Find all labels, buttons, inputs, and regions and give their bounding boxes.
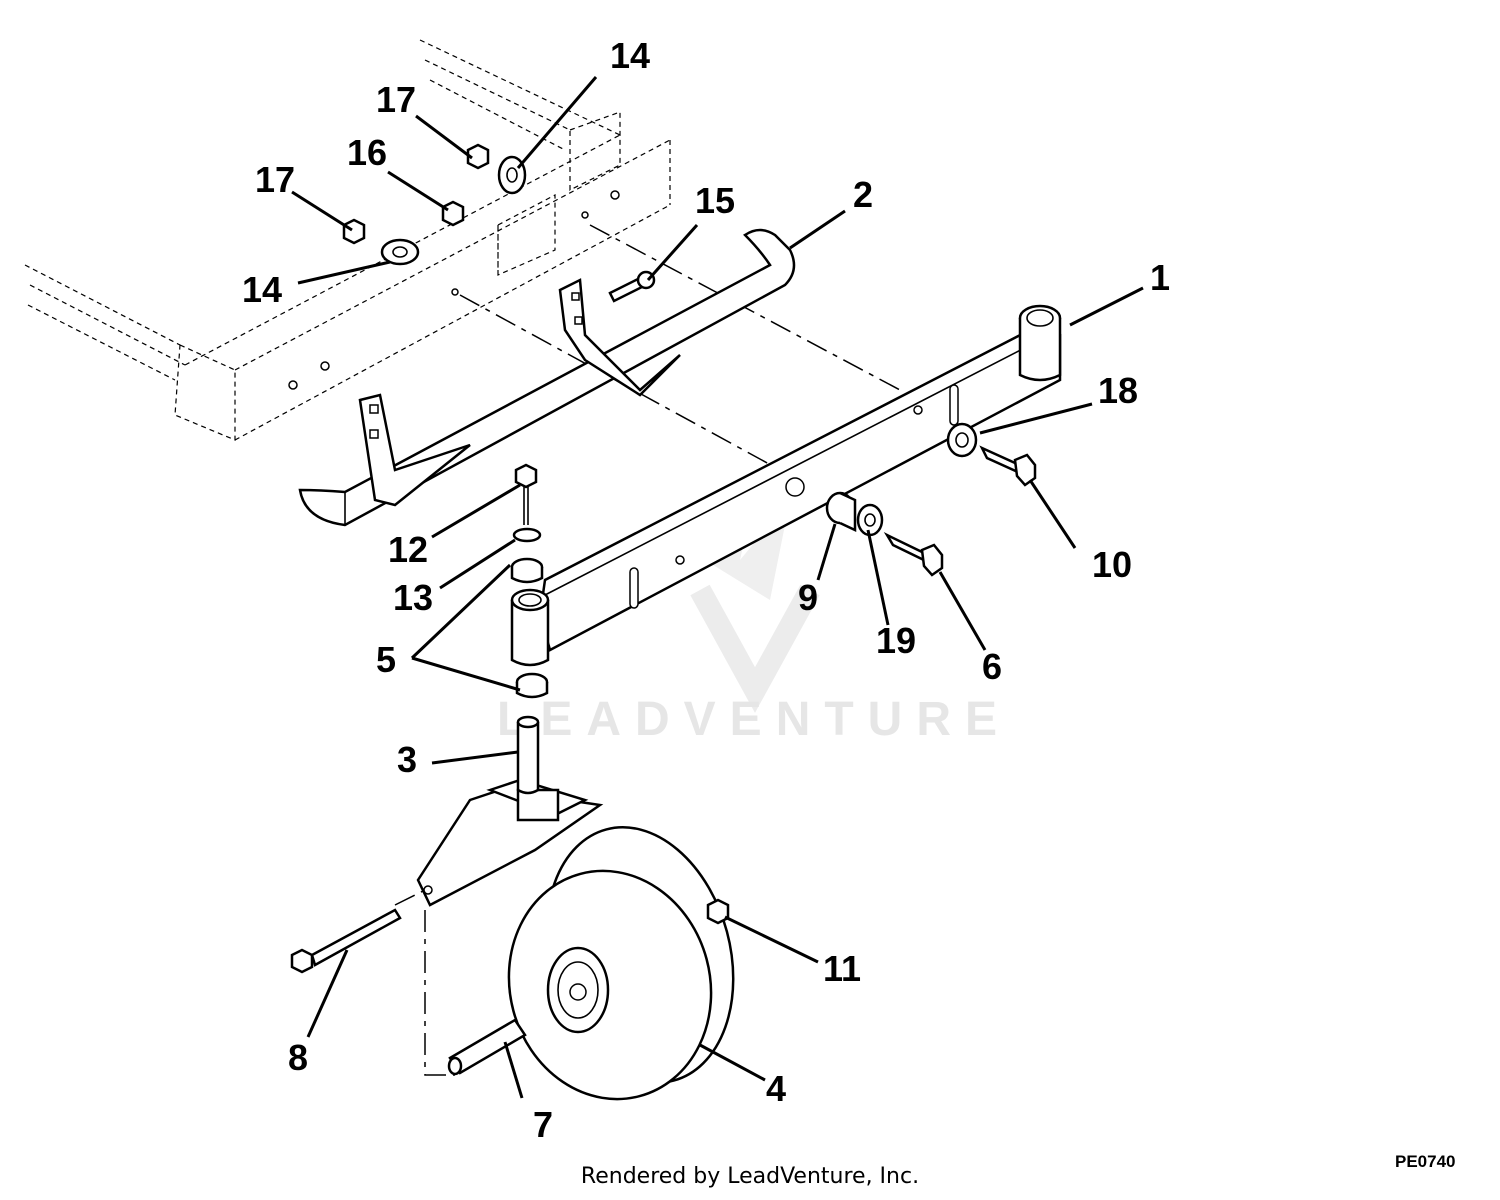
callout-2: 2 (853, 174, 873, 215)
callout-10: 10 (1092, 544, 1132, 585)
wheel-spacer (447, 1018, 527, 1076)
callout-19: 19 (876, 620, 916, 661)
watermark-text: LEADVENTURE (497, 693, 1011, 746)
footer-credit: Rendered by LeadVenture, Inc. (580, 1164, 920, 1189)
watermark: LEADVENTURE (497, 470, 1011, 746)
callout-4: 4 (766, 1068, 786, 1109)
caster-fork (416, 715, 604, 907)
bracket-hardware (342, 143, 656, 303)
callout-18: 18 (1098, 370, 1138, 411)
callout-11: 11 (823, 948, 861, 989)
spindle-hardware (510, 463, 549, 699)
callout-12: 12 (388, 529, 428, 570)
callout-9: 9 (798, 577, 818, 618)
callout-13: 13 (393, 577, 433, 618)
callout-17: 17 (255, 159, 295, 200)
mower-frame (24, 39, 671, 441)
bumper-tube (298, 228, 796, 527)
beam-bolt-hardware (946, 422, 1037, 487)
callout-15: 15 (695, 180, 735, 221)
callout-6: 6 (982, 646, 1002, 687)
callout-14: 14 (610, 35, 650, 76)
caster-wheel (507, 826, 735, 1101)
callout-8: 8 (288, 1037, 308, 1078)
bracket-plate (497, 194, 556, 276)
callout-14: 14 (242, 269, 282, 310)
callout-7: 7 (533, 1104, 553, 1145)
callout-3: 3 (397, 739, 417, 780)
pivot-hardware (825, 491, 944, 577)
leader-lines (291, 76, 1144, 1099)
wheel-nut (706, 898, 730, 925)
callout-5: 5 (376, 639, 396, 680)
callout-numbers: 14 17 16 17 14 15 2 1 18 12 13 5 10 9 19… (242, 35, 1170, 1145)
axle-bolt (290, 908, 402, 974)
callout-1: 1 (1150, 257, 1170, 298)
callout-16: 16 (347, 132, 387, 173)
callout-17: 17 (376, 79, 416, 120)
front-axle-beam (510, 304, 1062, 667)
drawing-code: PE0740 (1395, 1152, 1456, 1171)
